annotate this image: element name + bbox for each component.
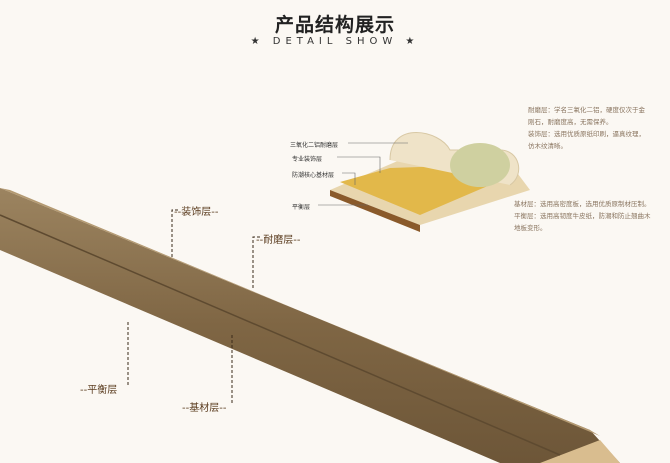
label-balance: 平衡层 xyxy=(292,204,311,211)
label-decor: 专业装饰层 xyxy=(292,156,323,163)
note-line: 装饰层：选用优质原纸印刷，逼真纹理， xyxy=(528,130,645,138)
plank-label-base: --基材层-- xyxy=(182,403,227,414)
page-title: 产品结构展示 xyxy=(274,14,395,36)
leader-lines xyxy=(318,142,408,206)
layer-diagram xyxy=(330,132,530,232)
page-subtitle: ★ DETAIL SHOW ★ xyxy=(250,36,420,47)
note-line: 基材层：选用高密度板，选用优质原制材压制。 xyxy=(514,200,651,208)
note-line: 平衡层：选用高韧度牛皮纸，防潮和防止翘曲木 xyxy=(514,212,651,220)
plank-label-decor: --装饰层-- xyxy=(174,207,219,218)
plank-label-wear: --耐磨层-- xyxy=(256,235,301,246)
note-line: 刚石，耐磨度高，无需保养。 xyxy=(528,118,613,126)
notes-top: 耐磨层：学名三氧化二铝，硬度仅次于金 刚石，耐磨度高，无需保养。 装饰层：选用优… xyxy=(528,104,668,152)
note-line: 地板变形。 xyxy=(514,224,547,232)
label-wear: 三氧化二铝耐磨层 xyxy=(290,142,339,149)
label-core: 防潮核心基材层 xyxy=(292,172,335,179)
plank-label-balance: --平衡层 xyxy=(80,385,118,396)
note-line: 耐磨层：学名三氧化二铝，硬度仅次于金 xyxy=(528,106,645,114)
floor-plank xyxy=(0,188,620,463)
note-line: 仿木纹清晰。 xyxy=(528,142,567,150)
plank-leaders xyxy=(127,209,260,405)
notes-bottom: 基材层：选用高密度板，选用优质原制材压制。 平衡层：选用高韧度牛皮纸，防潮和防止… xyxy=(514,198,654,234)
